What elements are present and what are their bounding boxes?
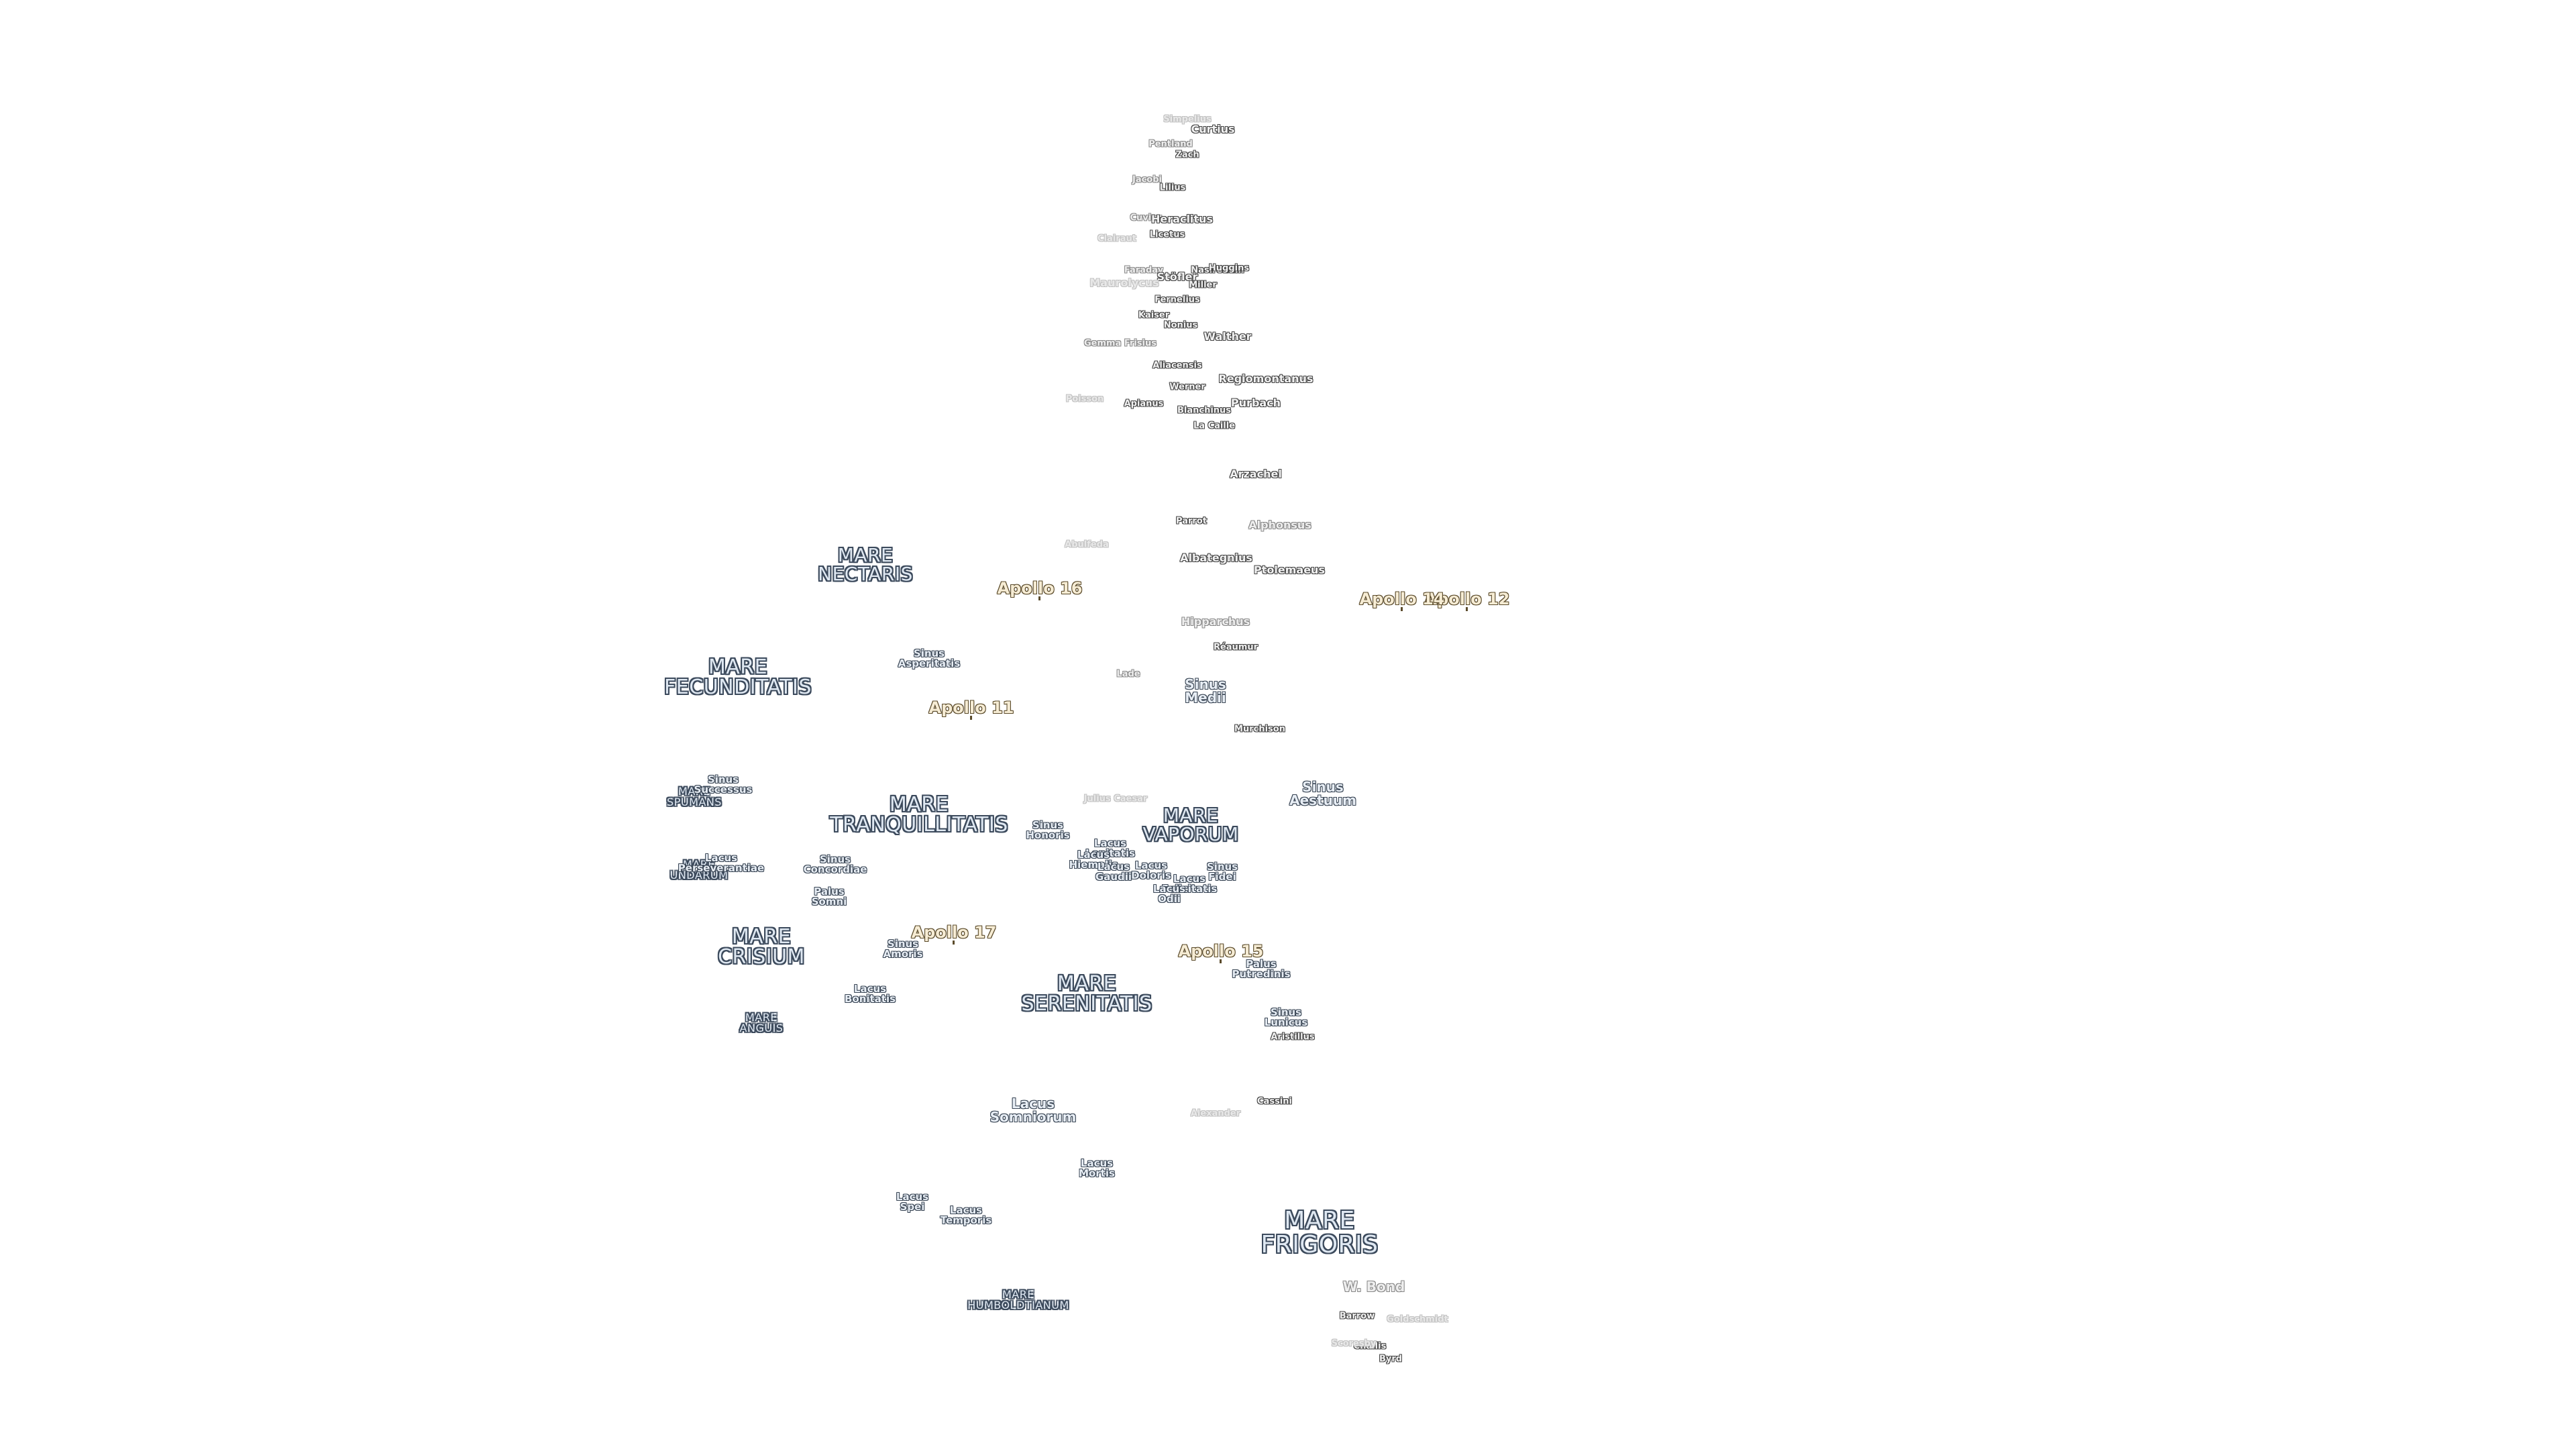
- label-crater-clairaut[interactable]: Clairaut: [1097, 233, 1136, 244]
- label-crater-zach[interactable]: Zach: [1175, 150, 1199, 160]
- label-crater-challis[interactable]: Challis: [1353, 1341, 1387, 1352]
- label-crater-cuvier[interactable]: Cuvier: [1130, 213, 1162, 223]
- label-crater-nasireddin[interactable]: Nasireddin: [1191, 265, 1244, 276]
- label-mare-vaporum[interactable]: MARE VAPORUM: [1142, 804, 1239, 845]
- label-lacus-hiemalis[interactable]: Lacus Hiemalis: [1069, 849, 1118, 871]
- label-crater-lilius[interactable]: Lilius: [1159, 182, 1186, 193]
- label-crater-gemma-frisius[interactable]: Gemma Frisius: [1084, 338, 1157, 349]
- label-lacus-perseverantiae[interactable]: Lacus Perseverantiae: [678, 852, 765, 874]
- label-crater-jacobi[interactable]: Jacobi: [1132, 174, 1163, 185]
- label-crater-heraclitus[interactable]: Heraclitus: [1151, 213, 1213, 225]
- label-mare-serenitatis[interactable]: MARE SERENITATIS: [1021, 972, 1152, 1016]
- label-crater-purbach[interactable]: Purbach: [1230, 396, 1281, 409]
- label-mare-frigoris[interactable]: MARE FRIGORIS: [1260, 1207, 1379, 1258]
- label-crater-apianus[interactable]: Apianus: [1124, 398, 1164, 409]
- label-crater-miller[interactable]: Miller: [1189, 280, 1217, 290]
- label-crater-alexander[interactable]: Alexander: [1190, 1108, 1241, 1119]
- label-crater-simpelius[interactable]: Simpelius: [1163, 114, 1212, 125]
- label-crater-parrot-fernelius[interactable]: Fernelius: [1155, 294, 1200, 305]
- label-apollo-15[interactable]: Apollo 15: [1178, 942, 1264, 961]
- label-crater-arzachel[interactable]: Arzachel: [1230, 468, 1282, 480]
- label-crater-barrow[interactable]: Barrow: [1339, 1311, 1375, 1322]
- label-mare-spumans[interactable]: MARE SPUMANS: [667, 785, 722, 808]
- label-sinus-concordiae[interactable]: Sinus Concordiae: [803, 853, 867, 875]
- label-crater-licetus[interactable]: Licetus: [1149, 229, 1185, 240]
- label-lacus-doloris[interactable]: Lacus Doloris: [1131, 859, 1171, 881]
- label-lacus-odii[interactable]: Lacus Odii: [1152, 883, 1186, 905]
- label-sinus-asperitatis[interactable]: Sinus Asperitatis: [898, 647, 961, 669]
- label-mare-humboldtianum[interactable]: MARE HUMBOLDTIANUM: [967, 1288, 1069, 1311]
- label-lacus-gaudii[interactable]: Lacus Gaudii: [1095, 861, 1132, 883]
- label-crater-pentland[interactable]: Pentland: [1148, 139, 1193, 150]
- label-crater-maurolycus[interactable]: Maurolycus: [1089, 276, 1159, 289]
- label-mare-anguis[interactable]: MARE ANGUIS: [739, 1011, 784, 1034]
- label-lacus-mortis[interactable]: Lacus Mortis: [1079, 1157, 1115, 1179]
- label-mare-tranquillitatis[interactable]: MARE TRANQUILLITATIS: [830, 793, 1008, 837]
- label-crater-regiomontanus[interactable]: Regiomontanus: [1218, 372, 1313, 385]
- label-lacus-bonitatis[interactable]: Lacus Bonitatis: [844, 983, 896, 1005]
- label-crater-cassini[interactable]: Cassini: [1257, 1096, 1292, 1107]
- label-crater-la-caille[interactable]: La Caille: [1193, 421, 1236, 431]
- label-lacus-lenitatis[interactable]: Lacus Lenitatis: [1085, 837, 1136, 859]
- label-crater-albategnius[interactable]: Albategnius: [1180, 551, 1252, 564]
- label-crater-walther[interactable]: Walther: [1203, 330, 1252, 343]
- label-sinus-honoris[interactable]: Sinus Honoris: [1026, 819, 1070, 841]
- label-lacus-temporis[interactable]: Lacus Temporis: [940, 1204, 992, 1226]
- label-crater-nonius[interactable]: Nonius: [1163, 320, 1198, 331]
- label-crater-julius-caesar[interactable]: Julius Caesar: [1083, 794, 1148, 804]
- label-crater-werner[interactable]: Werner: [1169, 382, 1205, 392]
- label-mare-nectaris[interactable]: MARE NECTARIS: [818, 544, 913, 585]
- label-crater-byrd[interactable]: Byrd: [1379, 1354, 1403, 1364]
- label-crater-aliacensis[interactable]: Aliacensis: [1152, 360, 1202, 371]
- label-crater-murchison[interactable]: Murchison: [1234, 724, 1285, 735]
- label-crater-w-bond[interactable]: W. Bond: [1342, 1279, 1405, 1295]
- label-sinus-amoris[interactable]: Sinus Amoris: [883, 938, 923, 960]
- label-crater-curtius[interactable]: Curtius: [1191, 123, 1235, 136]
- label-crater-faraday[interactable]: Faraday: [1124, 265, 1164, 276]
- label-sinus-successus[interactable]: Sinus Successus: [694, 773, 753, 796]
- label-crater-abulfeda[interactable]: Abulfeda: [1065, 539, 1109, 550]
- label-crater-scoresby[interactable]: Scoresby: [1331, 1338, 1377, 1349]
- label-crater-hipparchus[interactable]: Hipparchus: [1181, 615, 1250, 628]
- label-mare-undarum[interactable]: MARE UNDARUM: [669, 858, 729, 881]
- label-apollo-16[interactable]: Apollo 16: [997, 579, 1083, 598]
- label-apollo-14[interactable]: Apollo 14: [1359, 590, 1445, 608]
- label-crater-aristillus[interactable]: Aristillus: [1271, 1032, 1315, 1042]
- label-crater-reaumur[interactable]: Réaumur: [1213, 642, 1258, 653]
- label-sinus-aestuum[interactable]: Sinus Aestuum: [1289, 779, 1356, 808]
- label-crater-kaiser[interactable]: Kaiser: [1138, 310, 1170, 321]
- label-crater-lade[interactable]: Lade: [1116, 669, 1140, 680]
- label-apollo-11[interactable]: Apollo 11: [928, 698, 1014, 717]
- label-crater-stofler[interactable]: Stöfler: [1157, 270, 1198, 283]
- label-mare-fecunditatis[interactable]: MARE FECUNDITATIS: [664, 655, 812, 699]
- label-crater-goldschmidt[interactable]: Goldschmidt: [1387, 1314, 1448, 1325]
- label-lacus-felicitatis[interactable]: Lacus Felicitatis: [1161, 873, 1218, 895]
- label-lacus-spei[interactable]: Lacus Spei: [896, 1191, 929, 1213]
- label-sinus-lunicus[interactable]: Sinus Lunicus: [1264, 1006, 1308, 1028]
- label-crater-blanchinus[interactable]: Blanchinus: [1177, 405, 1232, 416]
- label-mare-crisium[interactable]: MARE CRISIUM: [718, 925, 805, 969]
- label-sinus-medii[interactable]: Sinus Medii: [1185, 676, 1226, 706]
- label-crater-huggins[interactable]: Huggins: [1208, 263, 1250, 274]
- label-palus-somni[interactable]: Palus Somni: [811, 885, 847, 908]
- label-lacus-somniorum[interactable]: Lacus Somniorum: [989, 1095, 1077, 1125]
- label-crater-poisson[interactable]: Poisson: [1065, 394, 1104, 405]
- label-palus-putredinis[interactable]: Palus Putredinis: [1232, 958, 1291, 980]
- label-crater-parrot[interactable]: Parrot: [1176, 516, 1207, 527]
- label-apollo-17[interactable]: Apollo 17: [911, 923, 997, 942]
- label-sinus-fidei[interactable]: Sinus Fidei: [1206, 861, 1238, 883]
- label-crater-ptolemaeus[interactable]: Ptolemaeus: [1254, 564, 1325, 576]
- label-crater-alphonsus[interactable]: Alphonsus: [1248, 519, 1311, 531]
